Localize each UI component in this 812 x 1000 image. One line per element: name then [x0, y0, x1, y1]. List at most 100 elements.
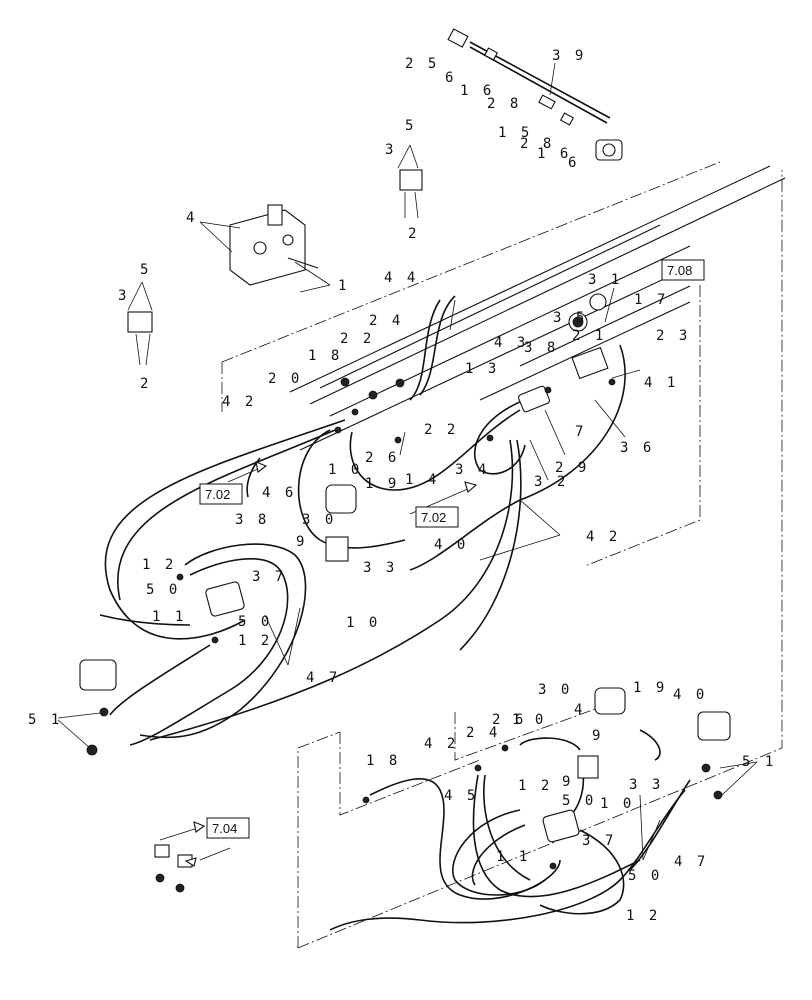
callout: 5 0: [238, 614, 272, 630]
callout: 2 5: [405, 56, 439, 72]
callout: 5 1: [742, 754, 776, 770]
callout: 3 5: [553, 310, 587, 326]
callout: 3 0: [538, 682, 572, 698]
callout: 2 2: [340, 331, 374, 347]
callout: 3 8: [235, 512, 269, 528]
callout: 1 4: [405, 472, 439, 488]
callout: 2 0: [268, 371, 302, 387]
callout: 4 0: [434, 537, 468, 553]
top-line-assembly: [447, 28, 623, 161]
callout: 3 3: [363, 560, 397, 576]
callout: 1 6: [460, 83, 494, 99]
callout: 4: [574, 702, 585, 718]
callout: 2 9: [555, 460, 589, 476]
callout: 2: [140, 376, 151, 392]
callout: 9: [296, 534, 307, 550]
callout: 3: [118, 288, 129, 304]
callout: 2 6: [492, 712, 526, 728]
callout: 1 3: [465, 361, 499, 377]
callout: 4 2: [222, 394, 256, 410]
callout: 4: [186, 210, 197, 226]
callout: 3 6: [620, 440, 654, 456]
callout: 1 2: [626, 908, 660, 924]
callout: 5: [140, 262, 151, 278]
fitting-cluster-left: [127, 281, 153, 366]
callout: 5 0: [562, 793, 596, 809]
callout: 3 7: [582, 833, 616, 849]
callout: 6: [445, 70, 456, 86]
callout: 1 0: [328, 462, 362, 478]
ref-box-702-mid[interactable]: 7.02: [415, 506, 459, 528]
svg-text:7.02: 7.02: [205, 487, 230, 502]
callout: 2 8: [487, 96, 521, 112]
callout: 4 2: [424, 736, 458, 752]
callout: 1 9: [365, 476, 399, 492]
callout: 7: [575, 424, 586, 440]
svg-text:7.08: 7.08: [667, 263, 692, 278]
fittings: [86, 377, 723, 893]
callout: 2: [408, 226, 419, 242]
callout: 2 4: [369, 313, 403, 329]
callout: 2 2: [424, 422, 458, 438]
callout: 4 0: [673, 687, 707, 703]
callout: 1 7: [634, 292, 668, 308]
callout: 3: [385, 142, 396, 158]
callout: 1 8: [308, 348, 342, 364]
callout: 6: [568, 155, 579, 171]
callout: 2 6: [365, 450, 399, 466]
ref-box-704[interactable]: 7.04: [206, 817, 250, 839]
callout: 4 7: [306, 670, 340, 686]
leader-lines: [57, 62, 758, 861]
callout: 9: [562, 774, 573, 790]
callout: 3 3: [629, 777, 663, 793]
svg-text:7.02: 7.02: [421, 510, 446, 525]
valve-right: [518, 293, 609, 413]
callout: 2 3: [656, 328, 690, 344]
callout: 5 0: [146, 582, 180, 598]
svg-text:7.04: 7.04: [212, 821, 237, 836]
callout: 3 0: [302, 512, 336, 528]
callout: 3 4: [455, 462, 489, 478]
ref-box-702-left[interactable]: 7.02: [199, 483, 243, 505]
callout: 1: [338, 278, 349, 294]
flexible-hoses-upper: [99, 295, 626, 746]
callout: 4 4: [384, 270, 418, 286]
callout: 1 9: [633, 680, 667, 696]
callout: 9: [592, 728, 603, 744]
callout: 1 0: [346, 615, 380, 631]
callout: 1 1: [152, 609, 186, 625]
rigid-tubes: [289, 165, 786, 451]
callout: 2 8: [520, 136, 554, 152]
callout: 4 5: [444, 788, 478, 804]
callout-labels: 2 5 6 1 6 2 8 3 9 1 5 2 8 1 6 6 5 3 2 4 …: [28, 48, 776, 924]
callout: 4 7: [674, 854, 708, 870]
callout: 4 6: [262, 485, 296, 501]
callout: 1 6: [537, 146, 571, 162]
callout: 5 0: [628, 868, 662, 884]
boundary-frames: [221, 161, 783, 949]
callout: 5: [405, 118, 416, 134]
callout: 1 0: [600, 796, 634, 812]
flexible-hoses-lower: [329, 729, 691, 931]
callout: 1 0: [512, 712, 546, 728]
callout: 3 2: [534, 474, 568, 490]
callout: 5 1: [28, 712, 62, 728]
callout: 1 2: [142, 557, 176, 573]
callout: 3 1: [588, 272, 622, 288]
motors: [79, 484, 731, 868]
callout: 3 7: [252, 569, 286, 585]
callout: 1 2: [238, 633, 272, 649]
flow-arrows: [159, 461, 478, 867]
callout: 4 1: [644, 375, 678, 391]
valve-block: [199, 204, 331, 293]
ref-box-708[interactable]: 7.08: [661, 259, 705, 281]
callout: 1 1: [496, 849, 530, 865]
callout: 1 8: [366, 753, 400, 769]
callout: 2 1: [572, 328, 606, 344]
fitting-cluster-top: [397, 144, 423, 219]
callout: 2 4: [466, 725, 500, 741]
callout: 1 5: [498, 125, 532, 141]
callout: 3 8: [524, 340, 558, 356]
callout: 1 2: [518, 778, 552, 794]
